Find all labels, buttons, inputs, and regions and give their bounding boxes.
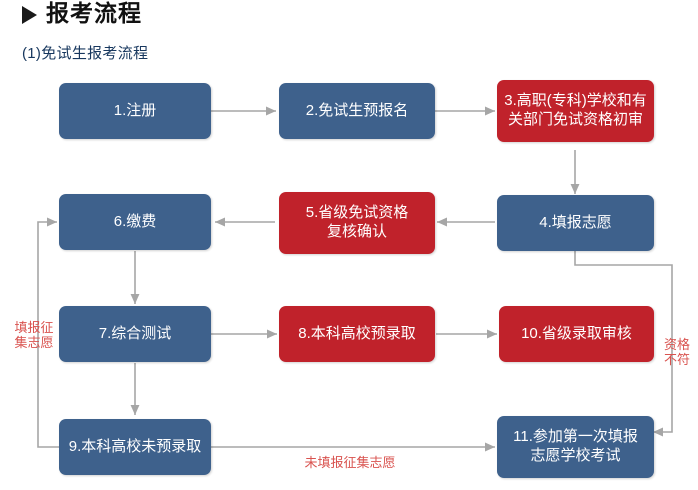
node-3-qualification-review[interactable]: 3.高职(专科)学校和有 关部门免试资格初审 bbox=[497, 80, 654, 142]
edge-label-fill-supplementary: 填报征 集志愿 bbox=[14, 320, 54, 351]
section-subtitle: (1)免试生报考流程 bbox=[22, 45, 149, 62]
node-11-first-choice-exam[interactable]: 11.参加第一次填报 志愿学校考试 bbox=[497, 416, 654, 478]
node-label: 7.综合测试 bbox=[98, 324, 172, 342]
node-label: 2.免试生预报名 bbox=[305, 101, 409, 119]
page-title: 报考流程 bbox=[46, 0, 142, 26]
edge-label-not-qualified: 资格 不符 bbox=[663, 337, 690, 368]
page-header: 报考流程 bbox=[22, 2, 142, 25]
node-label: 3.高职(专科)学校和有 关部门免试资格初审 bbox=[504, 92, 647, 128]
edge-label-no-supplementary-application: 未填报征集志愿 bbox=[304, 455, 396, 470]
node-2-pre-registration[interactable]: 2.免试生预报名 bbox=[279, 83, 435, 139]
node-label: 4.填报志愿 bbox=[539, 213, 612, 231]
node-4-fill-application[interactable]: 4.填报志愿 bbox=[497, 195, 654, 251]
node-1-register[interactable]: 1.注册 bbox=[59, 83, 211, 139]
node-label: 11.参加第一次填报 志愿学校考试 bbox=[513, 428, 638, 464]
node-label: 10.省级录取审核 bbox=[521, 324, 632, 342]
triangle-right-icon bbox=[22, 5, 37, 24]
node-label: 1.注册 bbox=[113, 101, 157, 119]
node-9-not-pre-admitted[interactable]: 9.本科高校未预录取 bbox=[59, 419, 211, 475]
node-10-provincial-admission-review[interactable]: 10.省级录取审核 bbox=[499, 306, 654, 362]
node-7-comprehensive-test[interactable]: 7.综合测试 bbox=[59, 306, 211, 362]
node-label: 6.缴费 bbox=[113, 212, 157, 230]
node-label: 9.本科高校未预录取 bbox=[68, 437, 202, 455]
node-6-payment[interactable]: 6.缴费 bbox=[59, 194, 211, 250]
node-8-pre-admission[interactable]: 8.本科高校预录取 bbox=[279, 306, 435, 362]
node-label: 5.省级免试资格 复核确认 bbox=[305, 204, 409, 240]
node-label: 8.本科高校预录取 bbox=[298, 324, 416, 342]
node-5-provincial-recheck[interactable]: 5.省级免试资格 复核确认 bbox=[279, 192, 435, 254]
